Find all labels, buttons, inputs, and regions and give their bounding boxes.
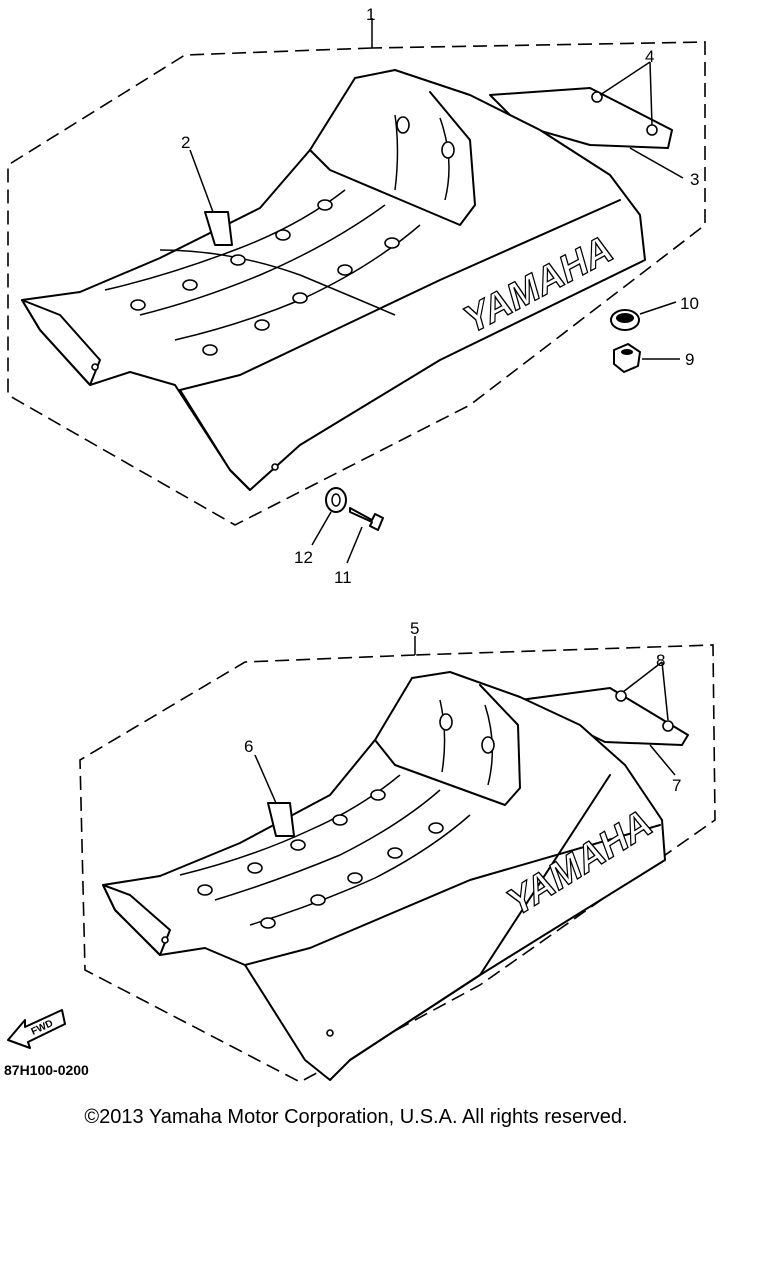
- mount-hole-1b: [271, 463, 279, 471]
- seat-back-pleat-5a: [439, 699, 446, 773]
- diagram-reference-code: 87H100-0200: [4, 1062, 89, 1078]
- leader-6: [254, 754, 277, 804]
- seat-body-1: [21, 69, 646, 491]
- seat-back-pleat-1a: [394, 114, 399, 191]
- bracket-hole-1b: [646, 124, 658, 136]
- bolt-11: [349, 507, 384, 531]
- leader-10: [639, 301, 677, 315]
- leader-3: [629, 147, 684, 179]
- seat-pleat-5b: [214, 789, 441, 901]
- callout-7: 7: [672, 776, 681, 795]
- seat-pleat-1d: [159, 249, 396, 316]
- fwd-arrow-icon: FWD: [7, 1009, 66, 1049]
- seat-pleat-1a: [104, 189, 346, 291]
- assembly-5-boundary: [79, 644, 716, 1083]
- leader-8b: [661, 661, 669, 721]
- callout-4: 4: [645, 47, 654, 66]
- callout-11: 11: [334, 568, 352, 587]
- seat-skirt-5: [349, 774, 611, 1061]
- seat-body-5: [102, 671, 666, 1081]
- callout-9: 9: [685, 350, 694, 369]
- callout-1: 1: [366, 5, 375, 24]
- seat-backrest-1: [309, 91, 476, 226]
- seat-side-edge-5: [244, 824, 661, 966]
- leader-8a: [622, 661, 663, 693]
- washer-12: [325, 487, 347, 513]
- bracket-hole-1a: [591, 91, 603, 103]
- seat-pleat-1b: [139, 204, 386, 316]
- seat-strap-1: [204, 211, 233, 246]
- copyright-notice: ©2013 Yamaha Motor Corporation, U.S.A. A…: [84, 1106, 628, 1128]
- seat-pleat-5c: [249, 814, 471, 926]
- seat-back-pleat-1b: [439, 117, 450, 201]
- seat-skirt-1: [179, 389, 251, 491]
- bracket-hole-5a: [615, 690, 627, 702]
- leader-4a: [599, 61, 651, 96]
- seat-assembly-1: 1: [7, 5, 706, 526]
- leader-11: [346, 526, 363, 564]
- assembly-1-boundary: [7, 41, 706, 526]
- mount-hole-5a: [161, 936, 169, 944]
- leader-4b: [649, 61, 653, 126]
- seat-side-edge-1: [179, 199, 621, 391]
- seat-assembly-5: 5 YAMAHA: [79, 619, 716, 1083]
- seat-strap-5: [267, 802, 295, 837]
- nut-9: [613, 343, 641, 373]
- callout-2: 2: [181, 133, 190, 152]
- leader-2: [189, 149, 214, 213]
- bracket-hole-5b: [662, 720, 674, 732]
- tufting-buttons-5: [197, 713, 495, 929]
- callout-3: 3: [690, 170, 699, 189]
- callout-8: 8: [656, 651, 665, 670]
- callout-10: 10: [680, 294, 699, 313]
- tufting-buttons-1: [130, 116, 455, 356]
- seat-front-panel-1: [21, 299, 101, 386]
- seat-backrest-5: [374, 684, 521, 806]
- hardware-parts: 10 9 12 11: [294, 294, 699, 587]
- callout-12: 12: [294, 548, 313, 567]
- mount-hole-5b: [326, 1029, 334, 1037]
- mount-hole-1a: [91, 363, 99, 371]
- callout-6: 6: [244, 737, 253, 756]
- callout-5: 5: [410, 619, 419, 638]
- leader-7: [649, 744, 676, 776]
- leader-12: [311, 511, 332, 546]
